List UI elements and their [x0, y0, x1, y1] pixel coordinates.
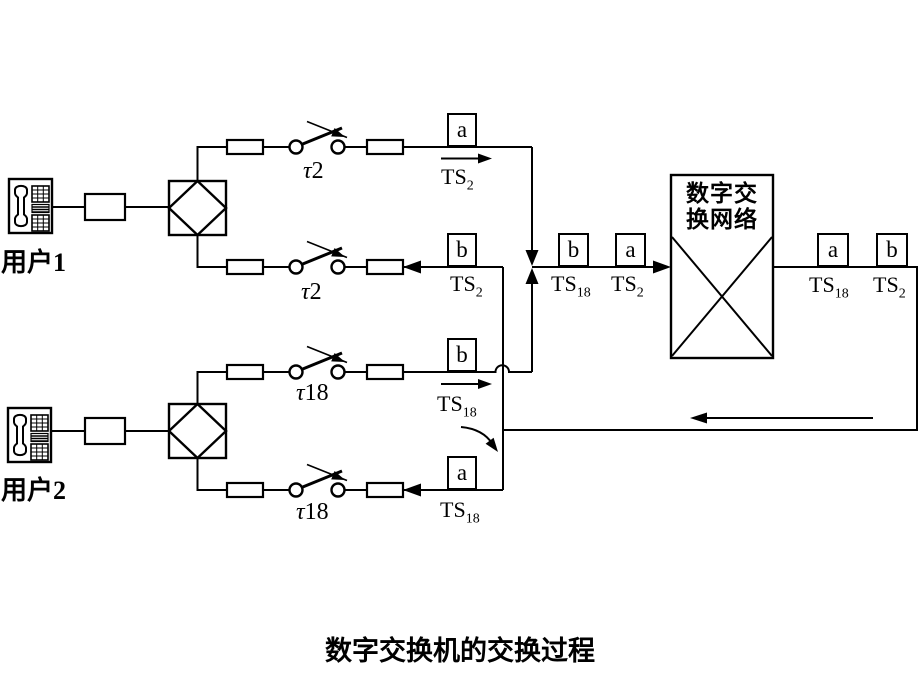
filter-box: [365, 363, 405, 381]
arrow-branch1-ts: [478, 153, 492, 164]
ts-label-branch3: TS18: [437, 391, 477, 421]
arrow-curve-down: [485, 437, 498, 452]
slot-letter: a: [456, 117, 468, 142]
timeslot-box-bus-1: b: [558, 233, 589, 267]
arrow-into-branch2-filter: [403, 260, 421, 274]
ts-label-out-1: TS18: [809, 272, 849, 302]
tau-label-branch4: τ18: [296, 499, 329, 525]
network-title-line2: 换网络: [686, 207, 758, 232]
slot-letter: b: [886, 237, 898, 262]
timeslot-box-branch4: a: [447, 456, 477, 490]
filter-box: [225, 138, 265, 156]
user2-label: 用户2: [1, 476, 67, 505]
slot-letter: a: [456, 460, 468, 485]
network-title-line1: 数字交: [686, 181, 758, 206]
arrowheads: [403, 153, 707, 497]
arrow-merge-down: [525, 250, 539, 266]
tau-label-branch3: τ18: [296, 380, 329, 406]
curve-flow-arrow-shaft: [460, 426, 494, 445]
filter-boxes: [83, 138, 405, 499]
telephone-icon: [6, 406, 53, 464]
user1-label: 用户1: [1, 248, 67, 277]
timeslot-box-out-2: b: [876, 233, 908, 267]
slot-letter: b: [456, 237, 468, 262]
timeslot-box-branch1: a: [447, 113, 477, 147]
switching-network-box: [669, 173, 775, 360]
slot-letter: b: [567, 237, 580, 262]
filter-box: [225, 258, 265, 276]
hybrid-2w4w-icon: [167, 179, 228, 237]
filter-box: [365, 481, 405, 499]
filter-box: [365, 138, 405, 156]
network-title: 数字交 换网络: [673, 181, 771, 233]
arrow-branch3-ts: [478, 379, 492, 389]
sampling-switch-icon: [288, 345, 349, 380]
crossbar-x-icon: [671, 236, 773, 357]
timeslot-box-out-1: a: [817, 233, 849, 267]
line-interface-box-user1: [83, 192, 127, 222]
sampling-switch-icon: [288, 240, 349, 275]
timeslot-box-branch3: b: [447, 338, 477, 372]
slot-letter: b: [456, 342, 468, 367]
timeslot-box-branch2: b: [447, 233, 477, 267]
filter-box: [225, 363, 265, 381]
wire-bus-out-return: [503, 266, 918, 431]
ts-label-bus-1: TS18: [551, 271, 591, 301]
arrow-into-branch4-filter: [403, 483, 421, 497]
arrow-return-left: [690, 412, 707, 424]
hybrid-2w4w-icon: [167, 402, 228, 460]
ts-label-branch1: TS2: [441, 164, 474, 194]
telephone-icon: [7, 177, 54, 235]
slot-letter: a: [827, 237, 839, 262]
arrow-merge-up: [525, 268, 539, 284]
tau-label-branch2: τ2: [301, 279, 322, 305]
ts-label-out-2: TS2: [873, 272, 906, 302]
filter-box: [365, 258, 405, 276]
diagram-caption: 数字交换机的交换过程: [325, 636, 595, 666]
ts-label-branch2: TS2: [450, 271, 483, 301]
line-interface-box-user2: [83, 416, 127, 446]
tau-label-branch1: τ2: [303, 158, 324, 184]
sampling-switch-icon: [288, 463, 349, 498]
sampling-switch-icon: [288, 120, 349, 155]
slot-letter: a: [625, 237, 636, 262]
ts-label-branch4: TS18: [440, 497, 480, 527]
filter-box: [225, 481, 265, 499]
arrow-into-network: [653, 260, 671, 274]
ts-label-bus-2: TS2: [611, 271, 644, 301]
timeslot-box-bus-2: a: [615, 233, 646, 267]
